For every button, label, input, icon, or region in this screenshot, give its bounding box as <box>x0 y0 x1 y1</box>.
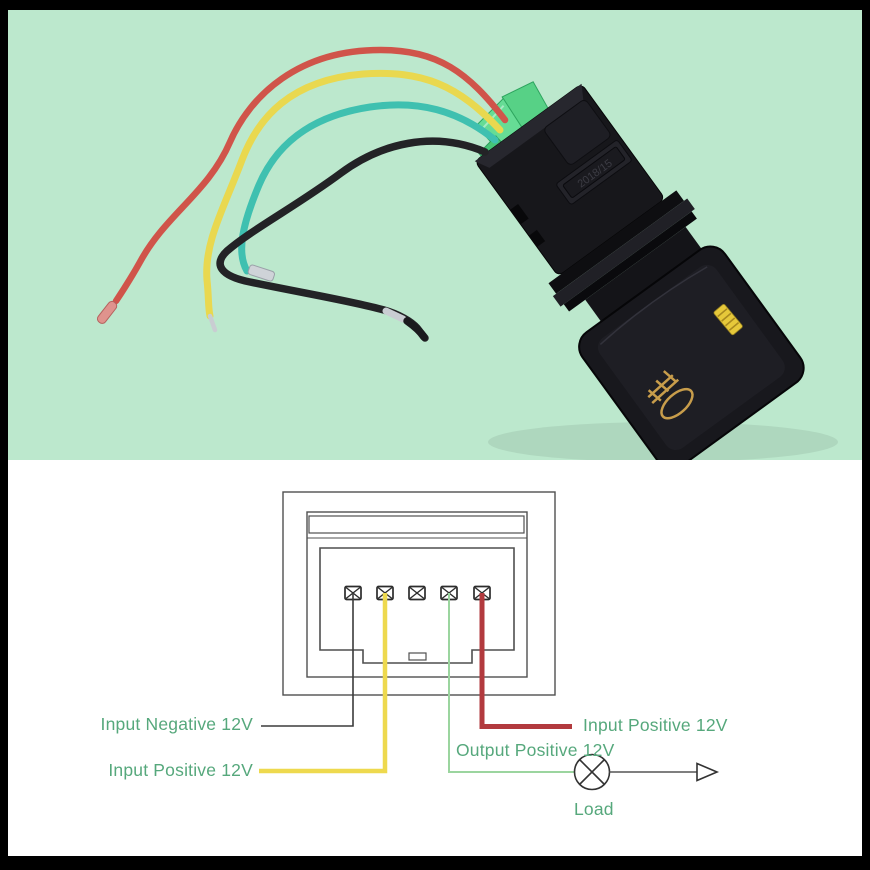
collar-ridge <box>548 190 684 294</box>
collar-ridge <box>552 198 695 307</box>
switch-body: 2018/15 <box>474 81 805 460</box>
wiring-diagram-section: Input Negative 12V Input Positive 12V In… <box>8 460 862 856</box>
marking-plate-inner <box>562 146 626 198</box>
black-wire-band <box>382 307 407 323</box>
cavity-tab <box>408 652 427 661</box>
label-input-negative: Input Negative 12V <box>100 714 253 734</box>
label-output-positive: Output Positive 12V <box>456 740 615 760</box>
led-indicator-window <box>713 303 743 336</box>
switch-front-face <box>597 264 785 450</box>
wiring-diagram-art <box>259 491 720 791</box>
connector-outline <box>282 491 556 696</box>
black-wire-tip <box>403 317 428 341</box>
wire-positive-yellow-line <box>259 593 388 774</box>
housing-notch <box>510 203 529 225</box>
wire-negative-line <box>261 593 354 727</box>
connector-outer-rect <box>282 491 556 696</box>
label-input-positive-left: Input Positive 12V <box>108 760 253 780</box>
collar-ridge <box>563 211 697 312</box>
wire-output-line <box>448 593 575 773</box>
neck <box>585 226 704 325</box>
product-photo-art: 2018/15 <box>96 46 838 460</box>
red-wire-crimp <box>96 300 118 324</box>
wire-red <box>112 46 509 305</box>
face-highlight <box>599 266 708 345</box>
housing-top-bevel <box>474 83 584 168</box>
wire-bundle <box>112 46 509 342</box>
fog-light-icon <box>647 370 694 420</box>
housing-notch <box>528 229 546 248</box>
wire-black <box>216 137 489 342</box>
wire-positive-red-line <box>479 593 572 729</box>
teal-wire-crimp <box>247 264 275 282</box>
housing-recess <box>544 100 611 165</box>
pin-row <box>344 585 491 601</box>
load-arrow-icon <box>696 762 720 782</box>
diagram-wires <box>259 593 575 774</box>
label-load: Load <box>574 799 614 819</box>
pin-cavity <box>319 547 515 664</box>
yellow-wire-tip <box>207 313 218 333</box>
pin-3 <box>408 585 426 601</box>
label-input-positive-right: Input Positive 12V <box>583 715 728 735</box>
wire-teal <box>238 101 499 275</box>
wire-yellow <box>203 69 504 320</box>
product-photo-section: 2018/15 <box>8 10 862 460</box>
connector-inner-rect <box>306 511 528 678</box>
connector-top-bar <box>308 515 525 534</box>
